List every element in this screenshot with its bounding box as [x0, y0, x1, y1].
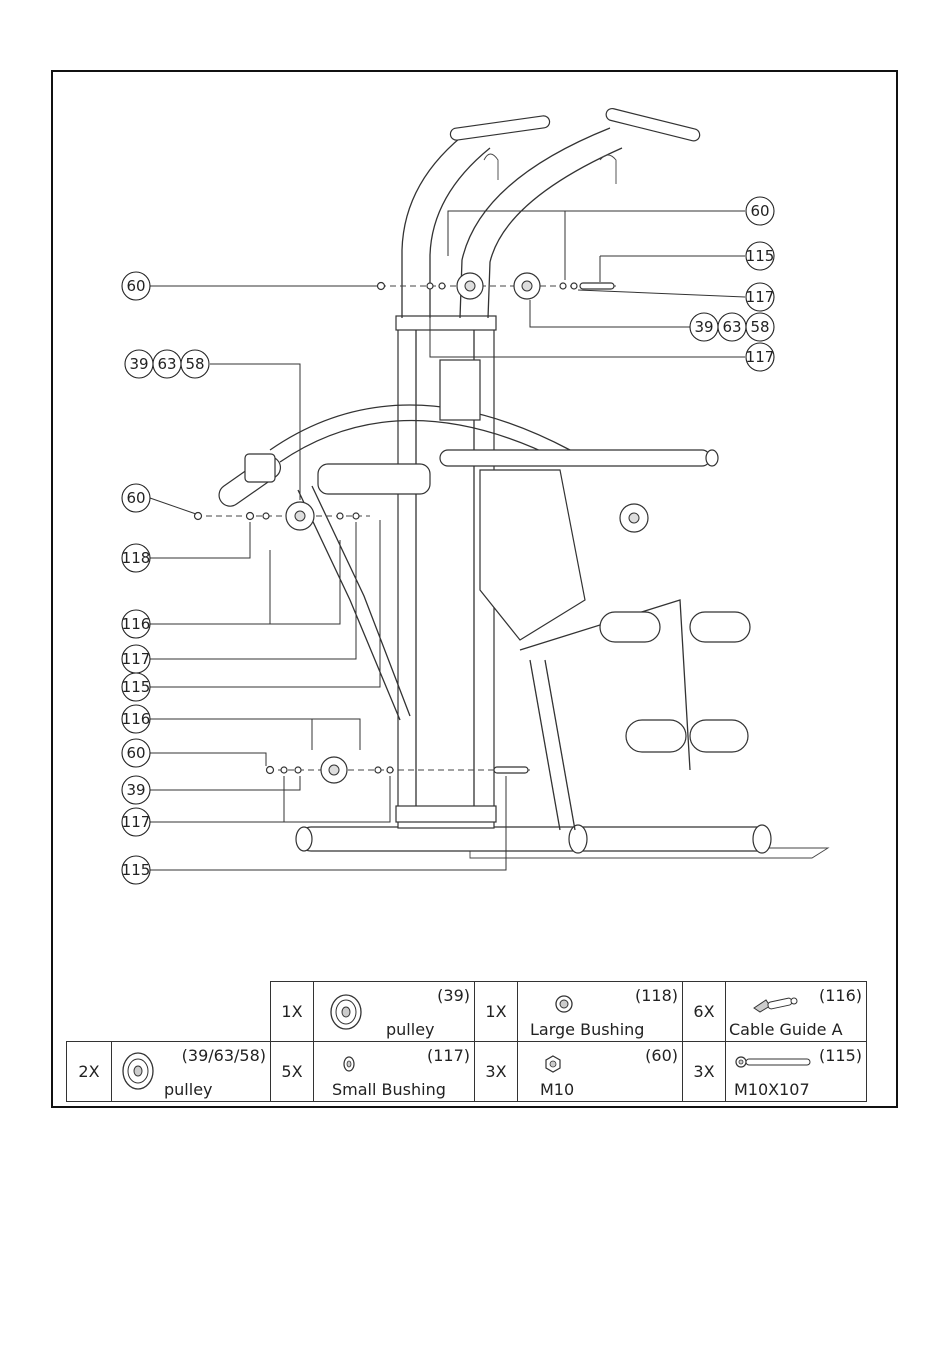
callout-115-a: 115 — [122, 673, 151, 701]
part-name: Small Bushing — [332, 1080, 446, 1099]
svg-text:58: 58 — [750, 318, 769, 336]
part-code: (39/63/58) — [182, 1046, 266, 1065]
part-name: Cable Guide A — [729, 1020, 843, 1039]
svg-text:60: 60 — [126, 489, 145, 507]
part-pulley-39: (39) pulley — [314, 982, 475, 1042]
callout-60-left-top: 60 — [122, 272, 150, 300]
svg-text:115: 115 — [746, 247, 775, 265]
svg-text:39: 39 — [129, 355, 148, 373]
callout-60-b: 60 — [122, 739, 150, 767]
svg-text:117: 117 — [122, 813, 151, 831]
pulley-icon — [328, 992, 364, 1032]
part-small-bushing: (117) Small Bushing — [314, 1042, 475, 1102]
part-pulley-39-63-58: (39/63/58) pulley — [112, 1042, 271, 1102]
part-bolt: (115) M10X107 — [726, 1042, 867, 1102]
svg-text:115: 115 — [122, 678, 151, 696]
part-cable-guide: (116) Cable Guide A — [726, 982, 867, 1042]
part-code: (118) — [635, 986, 678, 1005]
callout-60-right-top: 60 — [746, 197, 774, 225]
callout-60-left-mid: 60 — [122, 484, 150, 512]
callout-39-63-58-left: 39 63 58 — [125, 350, 209, 378]
home-gym-machine — [215, 107, 828, 858]
callout-117-mid: 117 — [746, 343, 775, 371]
part-code: (116) — [819, 986, 862, 1005]
callout-117-top: 117 — [746, 283, 775, 311]
qty-pulley-39: 1X — [271, 982, 314, 1042]
svg-text:60: 60 — [750, 202, 769, 220]
part-code: (117) — [427, 1046, 470, 1065]
svg-text:116: 116 — [122, 710, 151, 728]
part-name: pulley — [386, 1020, 435, 1039]
svg-text:117: 117 — [746, 288, 775, 306]
svg-text:118: 118 — [122, 549, 151, 567]
part-large-bushing: (118) Large Bushing — [518, 982, 683, 1042]
callout-116-b: 116 — [122, 705, 151, 733]
large-bushing-icon — [554, 994, 574, 1014]
top-pulley-assembly — [378, 273, 621, 299]
svg-text:115: 115 — [122, 861, 151, 879]
parts-table: 1X (39) pulley 1X (118) Large Bushing 6X — [66, 981, 867, 1102]
callout-117-a: 117 — [122, 645, 151, 673]
part-name: M10 — [540, 1080, 574, 1099]
part-name: pulley — [164, 1080, 213, 1099]
callout-115-b: 115 — [122, 856, 151, 884]
qty-cable-guide: 6X — [683, 982, 726, 1042]
callout-117-b: 117 — [122, 808, 151, 836]
qty-large-bushing: 1X — [475, 982, 518, 1042]
callout-39-63-58-top: 39 63 58 — [690, 313, 774, 341]
callout-116-a: 116 — [122, 610, 151, 638]
svg-text:63: 63 — [157, 355, 176, 373]
part-name: M10X107 — [734, 1080, 810, 1099]
qty-pulley-39-63-58: 2X — [67, 1042, 112, 1102]
part-code: (115) — [819, 1046, 862, 1065]
part-name: Large Bushing — [530, 1020, 644, 1039]
qty-nut-m10: 3X — [475, 1042, 518, 1102]
svg-text:117: 117 — [122, 650, 151, 668]
callout-39-b: 39 — [122, 776, 150, 804]
part-code: (60) — [645, 1046, 678, 1065]
small-bushing-icon — [342, 1054, 356, 1074]
nut-icon — [544, 1054, 562, 1074]
svg-text:60: 60 — [126, 744, 145, 762]
callout-115-top: 115 — [746, 242, 775, 270]
part-nut-m10: (60) M10 — [518, 1042, 683, 1102]
svg-text:39: 39 — [126, 781, 145, 799]
qty-small-bushing: 5X — [271, 1042, 314, 1102]
exploded-assembly-diagram: 60 115 117 39 63 58 117 60 39 63 58 60 1… — [0, 0, 950, 980]
svg-text:116: 116 — [122, 615, 151, 633]
svg-text:63: 63 — [722, 318, 741, 336]
svg-text:117: 117 — [746, 348, 775, 366]
callout-118: 118 — [122, 544, 151, 572]
qty-bolt: 3X — [683, 1042, 726, 1102]
svg-text:58: 58 — [185, 355, 204, 373]
cable-guide-icon — [750, 992, 800, 1016]
parts-row-1: 1X (39) pulley 1X (118) Large Bushing 6X — [67, 982, 867, 1042]
pulley-icon — [120, 1050, 156, 1092]
bolt-icon — [734, 1054, 814, 1070]
part-code: (39) — [437, 986, 470, 1005]
left-pulley-assembly — [195, 502, 371, 530]
svg-text:39: 39 — [694, 318, 713, 336]
svg-text:60: 60 — [126, 277, 145, 295]
parts-row-2: 2X (39/63/58) pulley 5X (117) Small Bush… — [67, 1042, 867, 1102]
